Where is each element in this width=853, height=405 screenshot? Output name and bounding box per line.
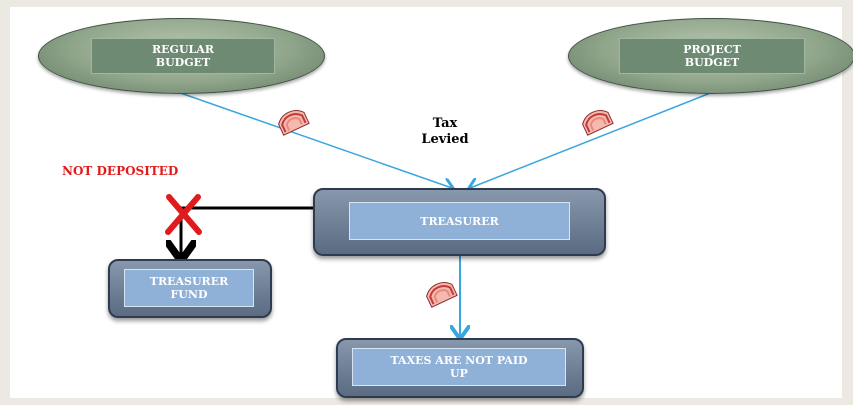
regular-budget-node: REGULAR BUDGET	[38, 18, 325, 94]
money-stack-icon	[278, 110, 310, 136]
cross-icon	[165, 194, 202, 235]
project-budget-node: PROJECT BUDGET	[568, 18, 853, 94]
arrow-project-to-treasurer	[470, 89, 719, 188]
treasurer-node: TREASURER	[313, 188, 606, 256]
not-deposited-label: NOT DEPOSITED	[62, 164, 179, 178]
taxes-not-paid-node: TAXES ARE NOT PAID UP	[336, 338, 584, 398]
treasurer-label: TREASURER	[349, 202, 570, 240]
money-stack-icon	[426, 282, 458, 308]
regular-budget-label: REGULAR BUDGET	[91, 38, 275, 74]
tax-levied-label: Tax Levied	[421, 116, 469, 147]
project-budget-label: PROJECT BUDGET	[619, 38, 805, 74]
money-stack-icon	[582, 110, 614, 136]
taxes-not-paid-label: TAXES ARE NOT PAID UP	[352, 348, 566, 386]
arrow-regular-to-treasurer	[171, 89, 452, 188]
treasurer-fund-node: TREASURER FUND	[108, 259, 272, 318]
treasurer-fund-label: TREASURER FUND	[124, 269, 254, 307]
